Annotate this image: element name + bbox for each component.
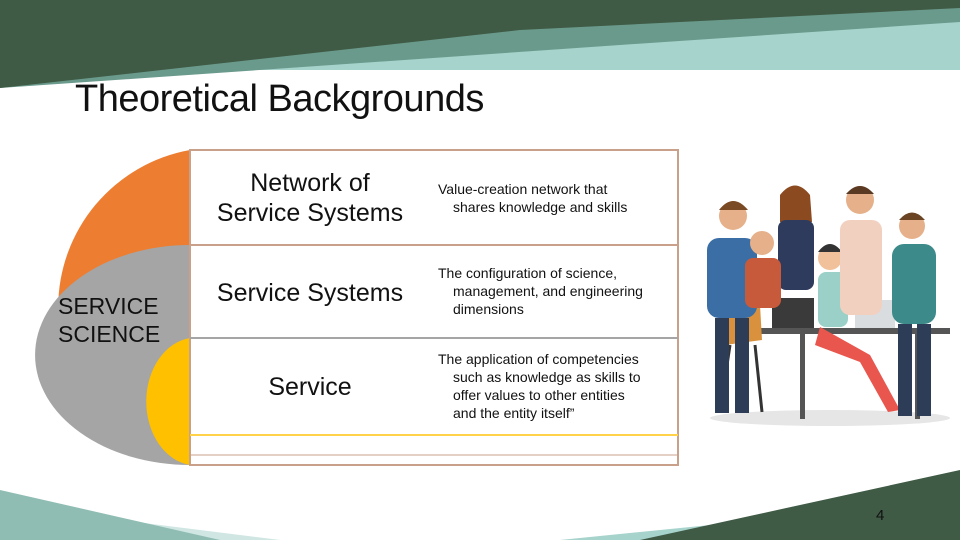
header-dark-green-band (0, 0, 960, 88)
inner-gold-core (146, 338, 190, 465)
description-line: dimensions (453, 301, 524, 317)
service-science-label-line2: SCIENCE (58, 321, 161, 347)
layer-service-label-line1: Service (268, 373, 352, 401)
description-line: offer values to other entities (453, 387, 625, 403)
layer-network-label: Network of Service Systems (190, 168, 430, 228)
service-science-label: SERVICE SCIENCE (58, 292, 178, 348)
service-science-label-line1: SERVICE (58, 293, 159, 319)
description-line: shares knowledge and skills (453, 199, 628, 215)
slide-title: Theoretical Backgrounds (75, 78, 484, 120)
layer-table-frame (189, 149, 679, 466)
layer-service-description: The application of competencies such as … (438, 350, 668, 422)
layer-network-description: Value-creation network that shares knowl… (438, 180, 668, 216)
layer-network-label-line2: Service Systems (216, 199, 404, 227)
layer-service-systems-label: Service Systems (190, 278, 430, 308)
description-line: management, and engineering (453, 283, 643, 299)
description-line: such as knowledge as skills to (453, 369, 641, 385)
layer-network-label-line1: Network of (250, 169, 370, 197)
page-number: 4 (876, 507, 885, 524)
team-of-people-illustration (707, 185, 950, 426)
description-line: and the entity itself” (453, 405, 575, 421)
footer-right-dark-band (640, 470, 960, 540)
footer-teal-band (0, 490, 220, 540)
layer-service-systems-description: The configuration of science, management… (438, 264, 668, 318)
layer-service-label: Service (190, 372, 430, 402)
description-line: The configuration of science, (438, 265, 617, 281)
description-line: The application of competencies (438, 351, 639, 367)
description-line: Value-creation network that (438, 181, 608, 197)
layer-service-systems-label-line1: Service Systems (216, 279, 404, 307)
